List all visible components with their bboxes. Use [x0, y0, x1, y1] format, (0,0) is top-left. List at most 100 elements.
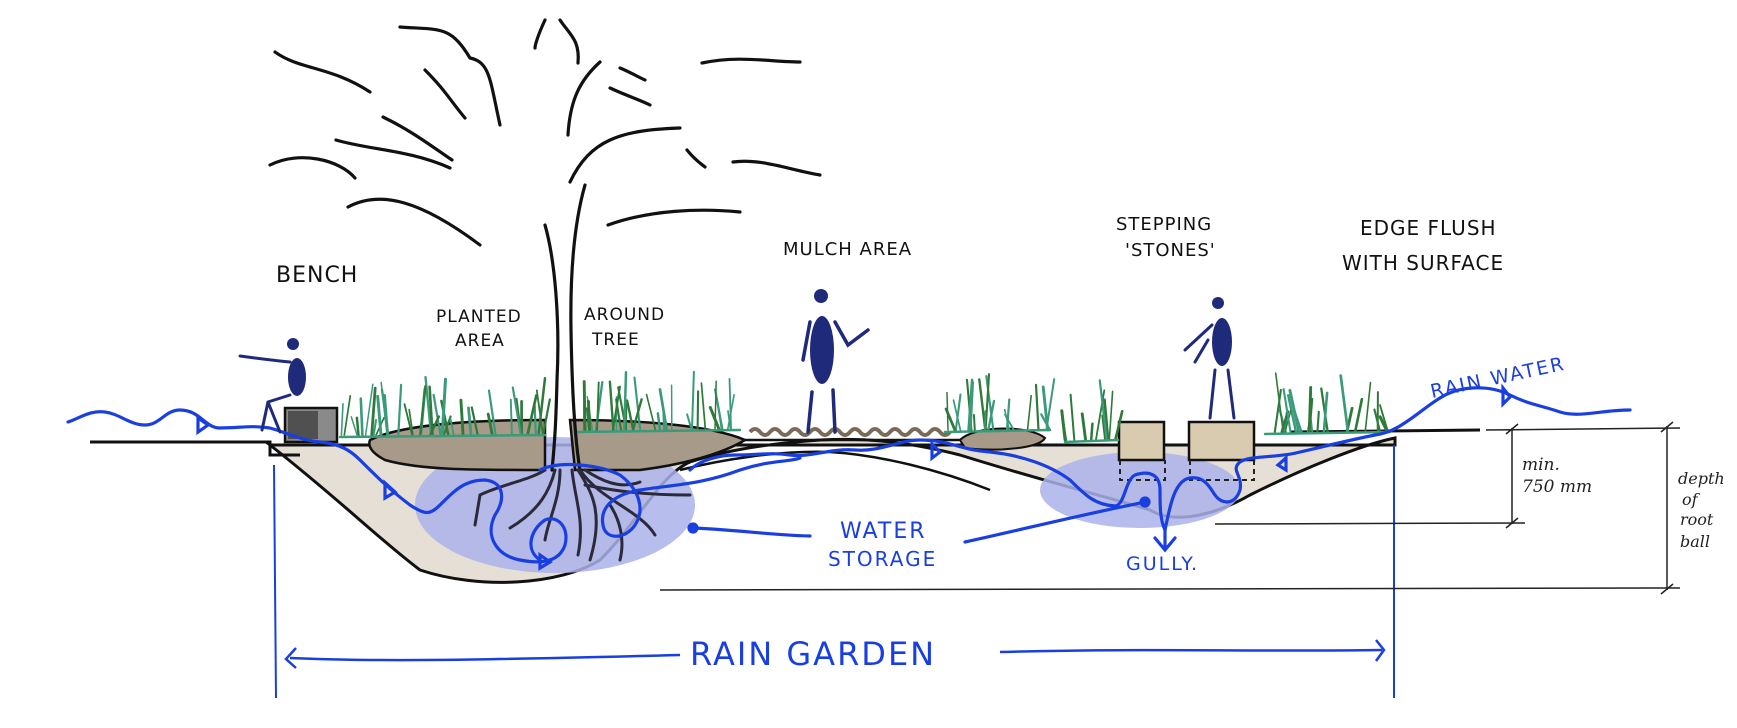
- plant-stroke: [343, 394, 352, 436]
- basin-inner-line: [679, 450, 991, 492]
- plant-stroke: [511, 386, 522, 437]
- plant-stroke: [440, 399, 450, 437]
- plant-stroke: [1274, 372, 1284, 433]
- plant-stroke: [535, 389, 544, 436]
- plant-stroke: [662, 411, 666, 432]
- rainwater-flow: [66, 383, 1632, 571]
- plant-stroke: [716, 398, 723, 431]
- plant-stroke: [486, 412, 494, 437]
- plant-stroke: [340, 403, 344, 436]
- label-rootball-1: depth: [1678, 469, 1725, 488]
- flow-arrow-icon: [1501, 383, 1513, 408]
- plant-stroke: [470, 406, 479, 437]
- head: [814, 289, 828, 303]
- plant-stroke: [1034, 383, 1040, 432]
- plant-stroke: [370, 386, 377, 437]
- flow-arrow-icon: [383, 479, 398, 501]
- arm: [801, 320, 870, 362]
- arrowhead-right-icon: [1374, 639, 1386, 662]
- water-path-mid: [688, 438, 1167, 532]
- dimension-lines: [659, 421, 1681, 595]
- plant-stroke: [1114, 410, 1124, 442]
- plant-stroke: [424, 375, 433, 437]
- label-edge-flush-1: EDGE FLUSH: [1360, 216, 1497, 240]
- plant-stroke: [727, 410, 732, 431]
- leg: [1208, 368, 1236, 420]
- label-rootball-3: root: [1680, 510, 1714, 529]
- plant-stroke: [1322, 391, 1329, 434]
- plant-stroke: [1098, 379, 1108, 442]
- plant-stroke: [537, 377, 547, 437]
- plant-base-line: [1263, 430, 1392, 436]
- tree-branch: [618, 66, 647, 82]
- plant-stroke: [645, 393, 657, 431]
- plant-stroke: [467, 406, 473, 437]
- plant-stroke: [1026, 394, 1032, 431]
- plant-stroke: [440, 377, 447, 437]
- tree-branch: [398, 25, 502, 127]
- plant-cluster-mid: [943, 373, 1056, 434]
- head: [287, 338, 299, 350]
- dim-tick-icon: [1505, 421, 1674, 595]
- person-standing-mulch: [801, 289, 870, 434]
- extent-line-left: [273, 464, 277, 699]
- tree-branch: [346, 197, 482, 247]
- plant-stroke: [658, 388, 669, 432]
- tree-branch: [268, 156, 357, 180]
- plant-stroke: [1308, 397, 1314, 433]
- label-rootball-4: ball: [1680, 532, 1710, 551]
- plant-stroke: [1040, 413, 1052, 432]
- plant-stroke: [1286, 394, 1298, 434]
- tree-branch: [566, 60, 602, 137]
- gully-arrow: [1153, 528, 1177, 553]
- plant-stroke: [631, 398, 643, 432]
- body: [810, 316, 834, 384]
- plant-stroke: [1060, 409, 1067, 442]
- plant-base-line: [573, 428, 742, 434]
- label-rootball-2: of: [1682, 490, 1701, 509]
- tree-roots: [473, 468, 692, 562]
- plant-stroke: [350, 416, 358, 436]
- plant-stroke: [726, 394, 735, 431]
- water-storage-leader-left: [691, 526, 812, 538]
- flow-arrow-icon: [1275, 454, 1288, 473]
- plant-stroke: [1273, 388, 1282, 434]
- water-storage-leader-right: [963, 500, 1147, 544]
- plant-stroke: [1364, 381, 1372, 433]
- label-around-tree-1: AROUND: [584, 305, 665, 325]
- tree: [268, 18, 822, 472]
- plant-stroke: [985, 374, 995, 432]
- flow-arrow-icon: [196, 414, 211, 436]
- plant-stroke: [696, 390, 700, 432]
- plant-stroke: [533, 404, 537, 437]
- body: [288, 358, 306, 396]
- label-bench: BENCH: [276, 263, 358, 288]
- label-rain-garden: RAIN GARDEN: [690, 635, 936, 673]
- plant-stroke: [376, 394, 383, 437]
- tree-trunk-right: [569, 183, 587, 472]
- tree-branch: [700, 57, 802, 65]
- plant-stroke: [449, 418, 455, 436]
- plant-stroke: [954, 393, 962, 432]
- tree-branch: [558, 18, 580, 65]
- flow-arrow-icon: [538, 551, 553, 571]
- plant-stroke: [1095, 389, 1106, 441]
- tree-branch: [273, 50, 372, 94]
- water-path-right: [1163, 386, 1632, 532]
- plant-stroke: [596, 381, 600, 431]
- head: [1212, 297, 1224, 309]
- arrowhead-left-icon: [284, 647, 297, 669]
- mulch-texture: [748, 427, 952, 437]
- label-planted-area-2: AREA: [455, 331, 505, 351]
- extent-arrow-right: [999, 648, 1383, 654]
- tree-trunk-left: [543, 223, 560, 472]
- person-on-stepping-stone: [1183, 297, 1236, 420]
- label-water-storage-1: WATER: [840, 519, 927, 544]
- plant-stroke: [408, 408, 414, 436]
- plant-cluster-stones: [1060, 379, 1124, 444]
- plant-stroke: [1005, 398, 1011, 432]
- water-path-loop: [538, 456, 802, 538]
- plant-stroke: [691, 370, 695, 431]
- plant-stroke: [714, 380, 717, 431]
